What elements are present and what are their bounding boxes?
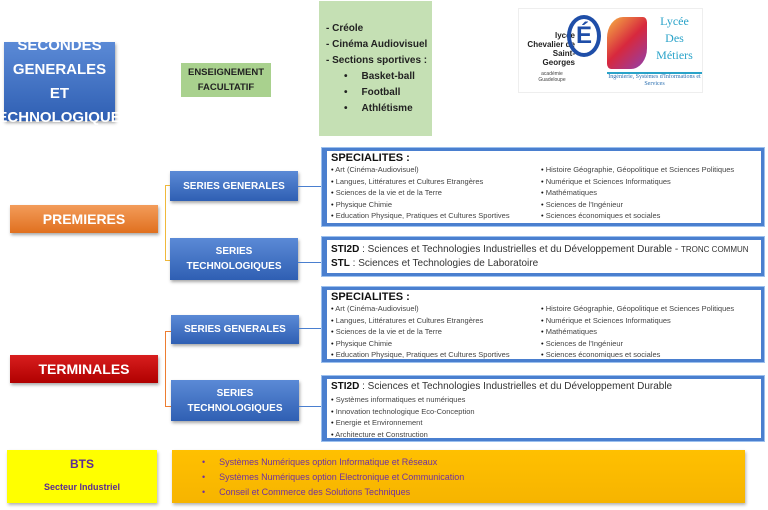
- text: : Sciences et Technologies Industrielles…: [359, 244, 682, 255]
- secondes-line: TECHNOLOGIQUES: [0, 108, 131, 126]
- specialite-item: Sciences de l'Ingénieur: [541, 338, 734, 350]
- code: STI2D: [331, 244, 360, 255]
- specialite-item: Sciences de la vie et de la Terre: [331, 187, 541, 199]
- bts-subtitle: Secteur Industriel: [43, 482, 121, 492]
- specialite-item: Langues, Littératures et Cultures Etrang…: [331, 315, 541, 327]
- tronc-commun: TRONC COMMUN: [681, 245, 749, 254]
- terminales-tech-panel: STI2D : Sciences et Technologies Industr…: [322, 376, 764, 441]
- secondes-line: SECONDES: [17, 36, 102, 54]
- bracket: [165, 185, 171, 261]
- secondes-box: SECONDES GENERALES ET TECHNOLOGIQUES: [0, 37, 131, 126]
- logo-text: Des: [665, 31, 684, 45]
- series-technologiques-box: SERIES TECHNOLOGIQUES: [170, 238, 298, 280]
- label: TECHNOLOGIQUES: [187, 402, 283, 414]
- sport-item: Basket-ball: [326, 69, 432, 85]
- panel-title: SPECIALITES :: [331, 152, 410, 164]
- label: TECHNOLOGIQUES: [186, 261, 282, 272]
- series-technologiques-box: SERIES TECHNOLOGIQUES: [171, 380, 299, 421]
- text: : Sciences et Technologies Industrielles…: [359, 381, 673, 392]
- bts-list-box: Systèmes Numériques option Informatique …: [172, 450, 745, 503]
- label: SERIES GENERALES: [183, 180, 285, 192]
- school-logos: lycée Chevalier de Saint-Georges académi…: [518, 8, 703, 93]
- specialite-item: Langues, Littératures et Cultures Etrang…: [331, 176, 541, 188]
- code: STI2D: [331, 381, 360, 392]
- specialite-item: Numérique et Sciences Informatiques: [541, 176, 734, 188]
- text: : Sciences et Technologies de Laboratoir…: [349, 258, 539, 269]
- label: SERIES GENERALES: [184, 324, 286, 335]
- sport-item: Football: [326, 85, 432, 101]
- series-generales-box: SERIES GENERALES: [171, 315, 299, 344]
- specialite-item: Sciences économiques et sociales: [541, 349, 734, 359]
- premieres-specialites-panel: SPECIALITES : Art (Cinéma-Audiovisuel)La…: [322, 148, 764, 226]
- bts-item: Systèmes Numériques option Informatique …: [202, 455, 745, 470]
- connector: [299, 406, 322, 407]
- premieres-box: PREMIERES: [10, 205, 158, 233]
- label: PREMIERES: [42, 211, 126, 227]
- specialite-item: Education Physique, Pratiques et Culture…: [331, 349, 541, 359]
- secondes-line: GENERALES ET: [12, 60, 107, 102]
- specialite-item: Mathématiques: [541, 187, 734, 199]
- specialite-item: Sciences de l'Ingénieur: [541, 199, 734, 211]
- lycee-des-metiers-logo-icon: [607, 17, 647, 69]
- label: TERMINALES: [38, 361, 130, 377]
- bts-box: BTS Secteur Industriel: [7, 450, 157, 503]
- enseignement-facultatif-box: ENSEIGNEMENT FACULTATIF: [181, 63, 271, 97]
- sport-item: Athlétisme: [326, 101, 432, 117]
- logo-text: lycée Chevalier de Saint-Georges: [527, 31, 575, 67]
- option-item: - Créole: [326, 23, 364, 34]
- specialite-item: Art (Cinéma-Audiovisuel): [331, 303, 541, 315]
- specialite-item: Histoire Géographie, Géopolitique et Sci…: [541, 164, 734, 176]
- specialite-item: Numérique et Sciences Informatiques: [541, 315, 734, 327]
- label: SERIES: [215, 246, 253, 257]
- option-item: Energie et Environnement: [331, 417, 757, 429]
- bracket: [165, 331, 171, 407]
- label: ENSEIGNEMENT: [187, 67, 264, 78]
- option-item: Architecture et Construction: [331, 429, 757, 441]
- specialite-item: Art (Cinéma-Audiovisuel): [331, 164, 541, 176]
- specialite-item: Mathématiques: [541, 326, 734, 338]
- bts-item: Systèmes Numériques option Electronique …: [202, 470, 745, 485]
- specialite-item: Histoire Géographie, Géopolitique et Sci…: [541, 303, 734, 315]
- code: STL: [331, 258, 350, 269]
- options-box: - Créole - Cinéma Audiovisuel - Sections…: [319, 1, 432, 136]
- bts-item: Conseil et Commerce des Solutions Techni…: [202, 485, 745, 500]
- option-item: - Cinéma Audiovisuel: [326, 39, 428, 50]
- panel-title: SPECIALITES :: [331, 291, 410, 303]
- specialite-item: Sciences économiques et sociales: [541, 210, 734, 222]
- bts-title: BTS: [70, 457, 94, 471]
- logo-tagline: Ingénierie, Systèmes d'Informations et S…: [607, 72, 702, 87]
- specialite-item: Physique Chimie: [331, 338, 541, 350]
- terminales-specialites-panel: SPECIALITES : Art (Cinéma-Audiovisuel)La…: [322, 287, 764, 362]
- logo-text: Lycée: [660, 14, 689, 28]
- logo-text: Métiers: [656, 48, 693, 62]
- logo-academie: académie Guadeloupe: [538, 71, 566, 83]
- specialite-item: Sciences de la vie et de la Terre: [331, 326, 541, 338]
- premieres-tech-panel: STI2D : Sciences et Technologies Industr…: [322, 237, 764, 276]
- series-generales-box: SERIES GENERALES: [170, 171, 298, 201]
- specialite-item: Education Physique, Pratiques et Culture…: [331, 210, 541, 222]
- option-item: - Sections sportives :: [326, 55, 428, 66]
- option-item: Systèmes informatiques et numériques: [331, 394, 757, 406]
- specialite-item: Physique Chimie: [331, 199, 541, 211]
- connector: [299, 328, 322, 329]
- terminales-box: TERMINALES: [10, 355, 158, 383]
- education-nationale-logo-icon: É: [567, 15, 601, 57]
- option-item: Innovation technologique Eco-Conception: [331, 406, 757, 418]
- connector: [298, 186, 322, 187]
- label: FACULTATIF: [197, 82, 255, 93]
- connector: [298, 262, 322, 263]
- label: SERIES: [216, 387, 254, 399]
